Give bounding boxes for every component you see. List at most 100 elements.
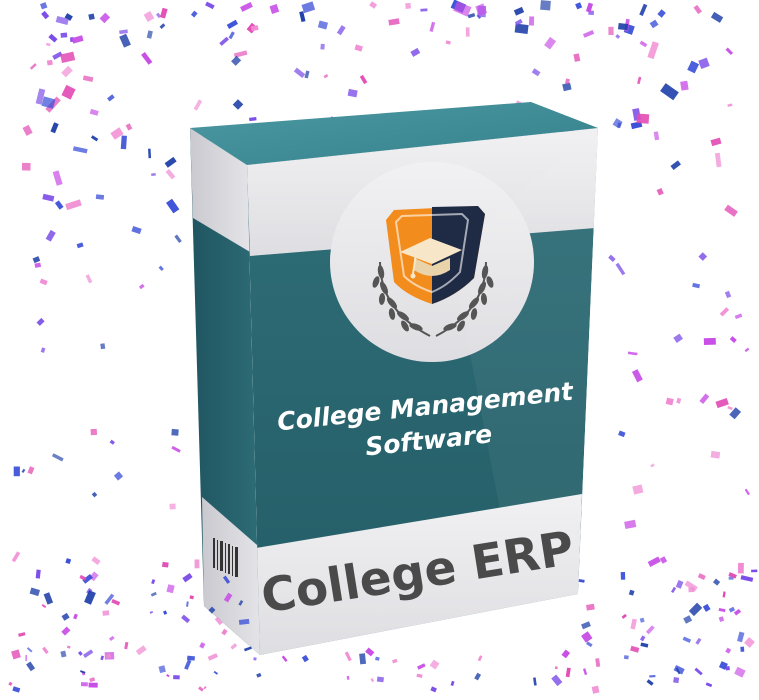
confetti-piece — [671, 586, 677, 594]
confetti-piece — [39, 278, 48, 286]
confetti-piece — [376, 676, 384, 683]
confetti-piece — [719, 307, 730, 317]
confetti-piece — [40, 347, 46, 353]
confetti-piece — [573, 53, 581, 62]
confetti-piece — [375, 656, 380, 661]
confetti-piece — [158, 665, 166, 674]
graduation-shield-logo-icon — [372, 206, 494, 337]
confetti-piece — [475, 3, 488, 17]
confetti-piece — [108, 635, 115, 642]
confetti-piece — [88, 13, 95, 21]
confetti-piece — [250, 25, 259, 32]
confetti-piece — [410, 47, 421, 57]
confetti-piece — [692, 282, 701, 289]
confetti-piece — [95, 194, 105, 200]
confetti-piece — [688, 587, 695, 593]
confetti-piece — [171, 428, 179, 436]
confetti-piece — [639, 3, 648, 16]
confetti-piece — [582, 30, 595, 38]
confetti-piece — [54, 200, 64, 210]
confetti-piece — [729, 336, 737, 344]
confetti-piece — [253, 657, 257, 661]
confetti-piece — [608, 26, 614, 36]
confetti-piece — [146, 30, 153, 39]
confetti-piece — [141, 52, 153, 65]
confetti-piece — [699, 393, 710, 405]
confetti-piece — [35, 569, 41, 579]
confetti-piece — [171, 445, 181, 453]
confetti-piece — [673, 333, 683, 343]
confetti-piece — [388, 18, 400, 26]
confetti-piece — [181, 614, 191, 624]
confetti-piece — [151, 173, 156, 177]
confetti-piece — [429, 659, 440, 670]
confetti-piece — [734, 666, 746, 678]
confetti-piece — [61, 612, 70, 621]
confetti-piece — [269, 4, 280, 14]
confetti-piece — [578, 579, 585, 583]
confetti-piece — [159, 7, 168, 19]
confetti-piece — [675, 667, 681, 675]
confetti-piece — [73, 613, 78, 620]
confetti-piece — [222, 575, 231, 584]
confetti-piece — [80, 682, 88, 687]
confetti-piece — [89, 108, 99, 116]
confetti-piece — [575, 2, 583, 10]
confetti-piece — [581, 621, 591, 630]
confetti-piece — [729, 407, 742, 420]
laurel-right-icon — [435, 261, 494, 337]
confetti-piece — [647, 556, 661, 567]
confetti-piece — [88, 682, 98, 688]
confetti-piece — [544, 36, 557, 50]
confetti-piece — [528, 16, 535, 26]
confetti-piece — [623, 655, 629, 660]
barcode-icon — [213, 538, 238, 577]
confetti-piece — [120, 135, 127, 150]
confetti-piece — [213, 670, 219, 675]
confetti-piece — [725, 47, 734, 56]
confetti-piece — [34, 262, 42, 268]
confetti-piece — [688, 602, 703, 617]
confetti-piece — [639, 40, 648, 48]
confetti-piece — [624, 519, 637, 529]
confetti-piece — [628, 589, 635, 596]
confetti-piece — [697, 573, 706, 580]
confetti-piece — [162, 561, 169, 568]
confetti-piece — [99, 12, 111, 24]
confetti-piece — [710, 137, 722, 147]
confetti-piece — [647, 41, 659, 60]
confetti-piece — [207, 653, 219, 661]
confetti-piece — [256, 672, 262, 678]
confetti-piece — [111, 598, 121, 606]
confetti-piece — [91, 491, 98, 498]
box-top-face — [190, 102, 598, 165]
confetti-piece — [595, 658, 601, 668]
confetti-piece — [155, 12, 162, 19]
confetti-piece — [301, 654, 309, 663]
confetti-piece — [684, 580, 698, 592]
confetti-piece — [82, 649, 94, 658]
confetti-piece — [166, 584, 175, 594]
confetti-piece — [100, 655, 105, 661]
confetti-piece — [138, 283, 145, 290]
confetti-piece — [40, 2, 48, 10]
confetti-piece — [636, 113, 650, 124]
confetti-piece — [514, 18, 523, 26]
confetti-piece — [13, 466, 20, 477]
confetti-piece — [41, 96, 56, 109]
confetti-piece — [591, 685, 600, 694]
confetti-piece — [199, 642, 206, 649]
confetti-piece — [45, 42, 51, 47]
confetti-piece — [226, 19, 239, 29]
confetti-piece — [148, 148, 152, 159]
confetti-piece — [612, 118, 623, 129]
confetti-piece — [22, 124, 33, 136]
confetti-piece — [299, 11, 306, 23]
confetti-piece — [320, 43, 325, 50]
confetti-piece — [32, 256, 41, 264]
confetti-piece — [46, 59, 53, 66]
confetti-piece — [656, 188, 664, 196]
box-front-face — [247, 128, 598, 655]
confetti-piece — [198, 686, 204, 692]
confetti-piece — [29, 63, 37, 70]
